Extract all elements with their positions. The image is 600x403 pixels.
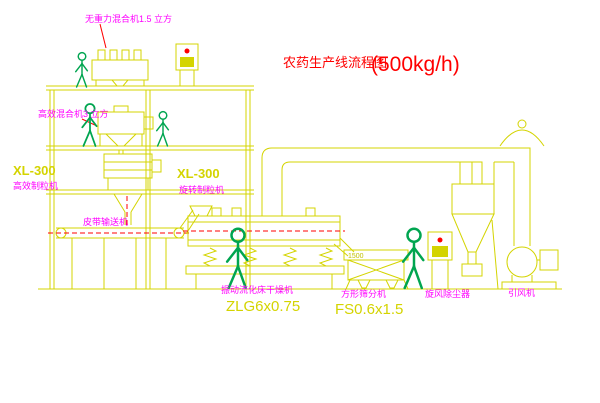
diagram-title: 农药生产线流程图 [283, 55, 387, 70]
high-efficiency-mixer-label: 高效混合机3 立方 [38, 108, 109, 119]
control-cabinet-right [427, 231, 453, 289]
fan-label: 引风机 [508, 287, 535, 298]
person-figure [155, 110, 170, 147]
exhaust-duct [261, 147, 531, 246]
fluid-bed-dryer [179, 205, 345, 289]
control-cabinet-top [175, 43, 199, 86]
granulator-right-name-label: 旋转制粒机 [179, 184, 224, 195]
building-structure [38, 85, 562, 290]
square-sieve [333, 237, 409, 290]
spring-symbol [318, 247, 334, 267]
zero-gravity-mixer-label: 无重力混合机1.5 立方 [85, 13, 172, 24]
dryer-name-label: 振动流化床干燥机 [221, 284, 293, 295]
sieve-name-label: 方形筛分机 [341, 288, 386, 299]
spring-symbol [282, 247, 298, 267]
indicator-light-icon [184, 48, 190, 54]
induced-draft-fan [501, 246, 559, 290]
belt-conveyor [48, 227, 192, 289]
granulator-left-name-label: 高效制粒机 [13, 180, 58, 191]
diagram-capacity: (500kg/h) [371, 53, 460, 76]
indicator-light-icon [437, 237, 443, 243]
dryer-model-label: ZLG6x0.75 [226, 298, 300, 315]
belt-conveyor-label: 皮带输送机 [83, 216, 128, 227]
cyclone-label: 旋风除尘器 [425, 288, 470, 299]
stack-rain-cap [499, 119, 545, 147]
granulator-left-model-label: XL-300 [13, 163, 56, 178]
person-figure [401, 227, 425, 290]
granulator-right-model-label: XL-300 [177, 166, 220, 181]
rotary-granulator [103, 153, 162, 225]
zero-gravity-mixer [91, 49, 149, 87]
sieve-dimension-label: 1500 [348, 253, 364, 260]
high-efficiency-mixer [97, 105, 154, 154]
cyclone-separator [451, 162, 499, 290]
person-figure [74, 51, 89, 88]
spring-symbol [202, 247, 218, 267]
sieve-model-label: FS0.6x1.5 [335, 301, 403, 318]
person-figure [225, 227, 249, 290]
spring-symbol [242, 247, 258, 267]
